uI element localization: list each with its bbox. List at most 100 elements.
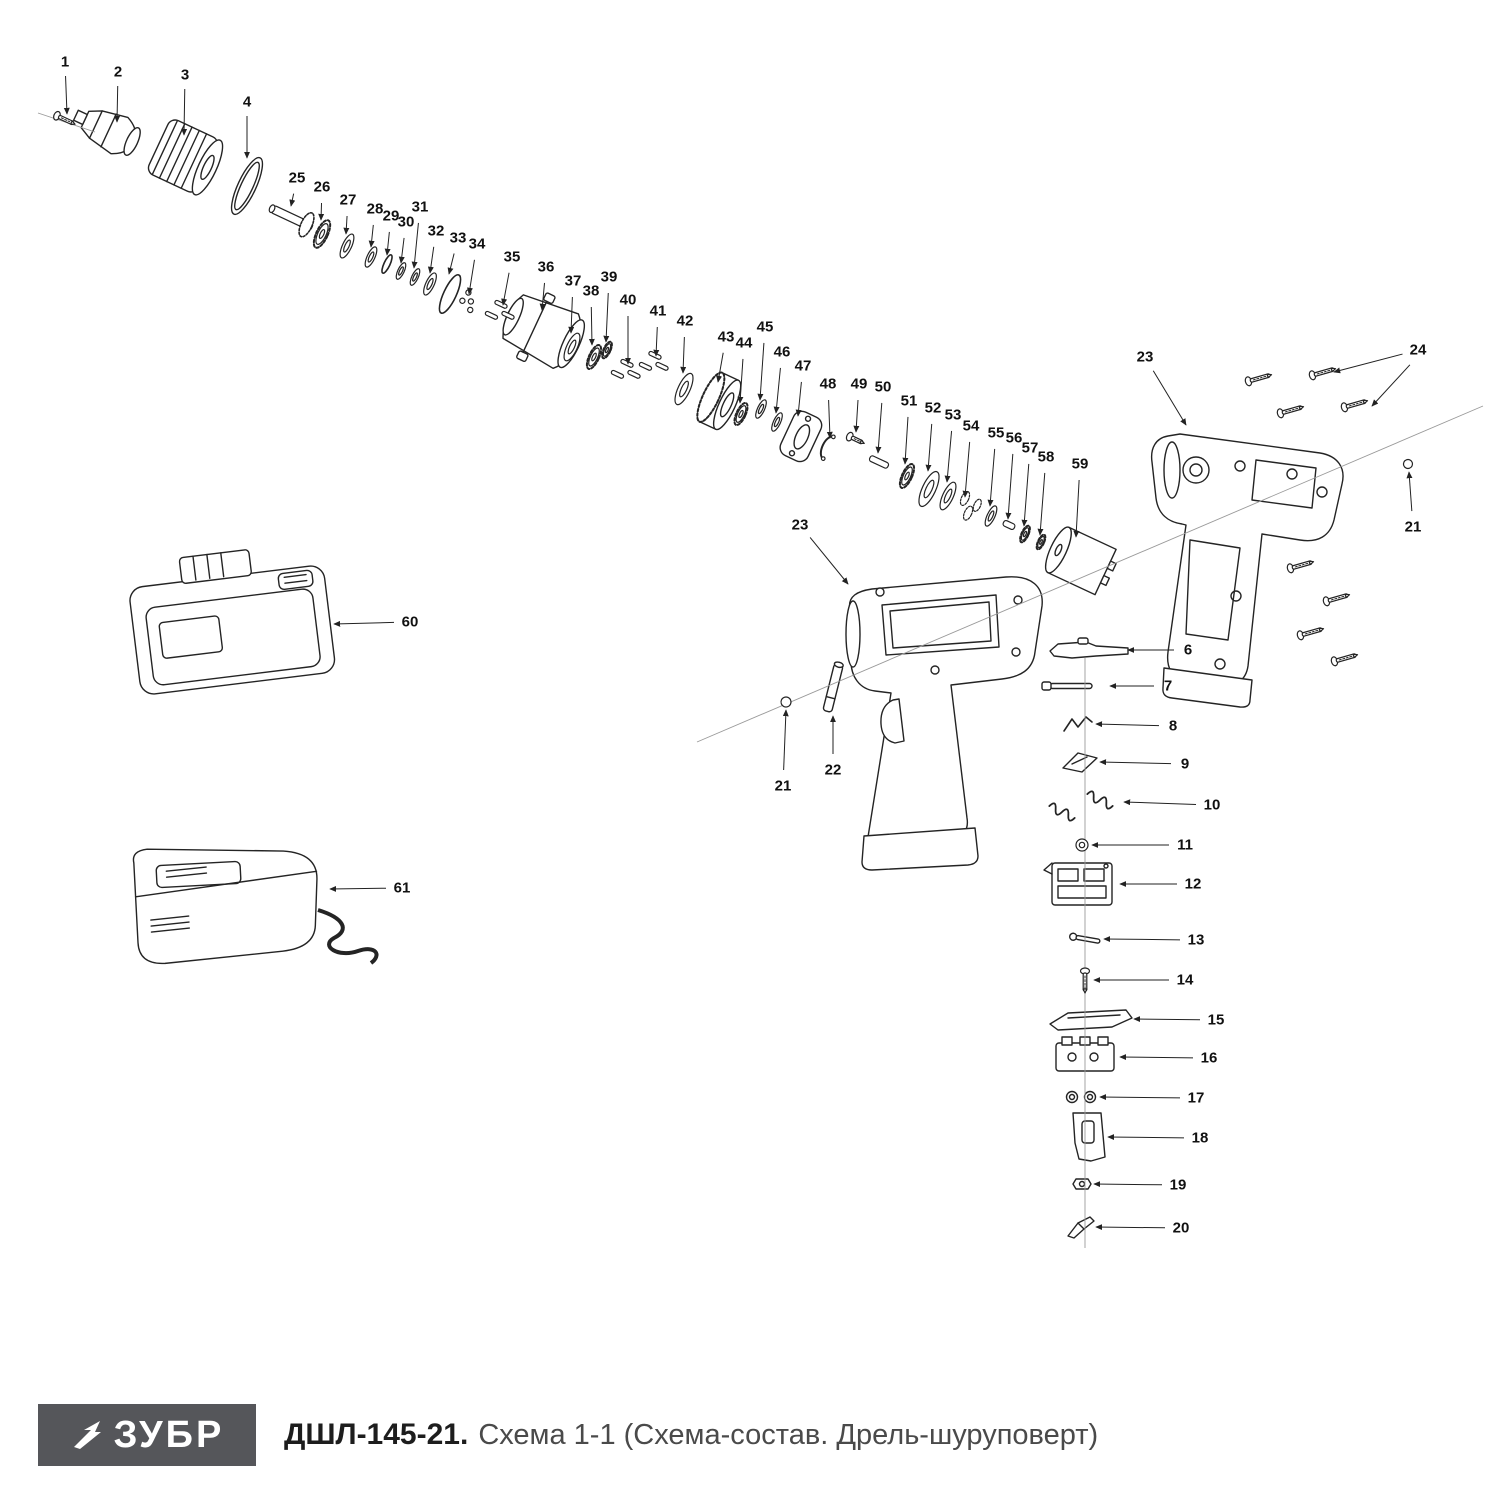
part-pin — [1002, 519, 1016, 531]
pin-part-13 — [1068, 932, 1101, 944]
svg-text:48: 48 — [820, 376, 837, 393]
part-label: 29 — [383, 208, 399, 256]
part-gear — [601, 340, 613, 360]
svg-text:32: 32 — [428, 223, 445, 240]
spring-part-10b — [1048, 802, 1076, 822]
motor-part — [1044, 526, 1117, 596]
clip-part-20 — [1067, 1216, 1095, 1239]
svg-text:1: 1 — [61, 54, 69, 71]
nut-part-17a — [1065, 1090, 1079, 1104]
chuck-part — [72, 109, 141, 156]
svg-text:10: 10 — [1204, 797, 1221, 814]
svg-text:30: 30 — [398, 214, 415, 231]
gearbox-housing-part — [502, 292, 586, 370]
part-gear — [733, 401, 749, 427]
svg-text:31: 31 — [412, 199, 429, 216]
svg-text:54: 54 — [963, 418, 980, 435]
svg-text:47: 47 — [795, 358, 812, 375]
part-label: 52 — [925, 400, 942, 472]
part-screw — [1330, 653, 1359, 667]
svg-text:2: 2 — [114, 64, 122, 81]
svg-text:12: 12 — [1185, 876, 1202, 893]
part-label: 31 — [411, 199, 429, 269]
plate-part-15 — [1049, 1009, 1133, 1031]
part-label: 45 — [757, 319, 774, 401]
part-label: 3 — [181, 67, 189, 136]
part-label: 28 — [367, 201, 383, 248]
part-disc — [918, 470, 940, 508]
part-screw — [1244, 373, 1273, 387]
part-disc — [939, 481, 957, 511]
wedge-part-9 — [1062, 752, 1098, 773]
svg-text:45: 45 — [757, 319, 774, 336]
svg-text:41: 41 — [650, 303, 667, 320]
part-label: 27 — [340, 192, 356, 235]
svg-text:9: 9 — [1181, 756, 1189, 773]
part-label — [1371, 364, 1411, 407]
svg-text:33: 33 — [450, 230, 467, 247]
part-label: 58 — [1037, 449, 1054, 536]
battery-charger — [132, 848, 318, 965]
part-label: 1 — [61, 54, 70, 115]
part-label: 13 — [1103, 932, 1204, 949]
part-label: 41 — [650, 303, 667, 357]
part-label: 2 — [114, 64, 122, 123]
part-label: 22 — [825, 715, 841, 779]
part-label: 53 — [944, 407, 961, 483]
trigger-switch-part-12 — [1043, 862, 1113, 906]
part-screw — [1286, 560, 1315, 574]
part-label: 23 — [792, 517, 849, 585]
spring-clip-part-8 — [1063, 716, 1093, 732]
svg-text:59: 59 — [1072, 456, 1089, 473]
svg-text:24: 24 — [1410, 342, 1427, 359]
svg-text:39: 39 — [601, 269, 618, 286]
nut-part-19 — [1072, 1178, 1092, 1190]
svg-text:3: 3 — [181, 67, 189, 84]
svg-text:8: 8 — [1169, 718, 1177, 735]
svg-text:42: 42 — [677, 313, 694, 330]
part-gear — [312, 219, 332, 249]
svg-text:35: 35 — [504, 249, 521, 266]
part-label: 44 — [736, 335, 753, 404]
svg-text:37: 37 — [565, 273, 582, 290]
svg-text:50: 50 — [875, 379, 892, 396]
bit-holder-part — [822, 661, 844, 713]
part-disc — [364, 246, 378, 268]
svg-text:18: 18 — [1192, 1130, 1209, 1147]
drill-body-center — [845, 576, 1043, 871]
svg-text:57: 57 — [1022, 440, 1039, 457]
part-label: 60 — [333, 614, 418, 631]
part-label: 18 — [1107, 1130, 1209, 1147]
part-label: 43 — [716, 329, 734, 383]
part-disc — [771, 412, 783, 432]
svg-text:21: 21 — [775, 778, 792, 795]
part-gear — [1019, 524, 1031, 544]
pin-part-7 — [1041, 681, 1093, 691]
svg-text:6: 6 — [1184, 642, 1192, 659]
part-screw — [1340, 399, 1369, 413]
part-ball — [1402, 458, 1414, 470]
part-label: 8 — [1095, 718, 1177, 735]
part-ring — [381, 254, 393, 274]
part-gear — [1035, 533, 1047, 551]
part-label: 36 — [538, 259, 555, 311]
part-label: 35 — [501, 249, 521, 306]
part-label: 26 — [314, 179, 330, 221]
part-label: 37 — [565, 273, 582, 334]
svg-text:44: 44 — [736, 335, 753, 352]
fwd-rev-slider-part — [1049, 637, 1129, 659]
svg-text:51: 51 — [901, 393, 918, 410]
svg-text:52: 52 — [925, 400, 942, 417]
part-label: 12 — [1119, 876, 1202, 893]
schema-caption: ДШЛ-145-21.Схема 1-1 (Схема-состав. Дрел… — [284, 1418, 1098, 1452]
part-pins — [638, 350, 669, 371]
part-gearset — [959, 490, 982, 521]
part-disc — [339, 233, 355, 259]
drill-body-right — [1150, 433, 1344, 708]
svg-text:36: 36 — [538, 259, 555, 276]
spring-part-10a — [1086, 790, 1114, 810]
part-label: 51 — [901, 393, 918, 465]
part-disc — [755, 399, 767, 419]
part-disc — [984, 505, 998, 527]
